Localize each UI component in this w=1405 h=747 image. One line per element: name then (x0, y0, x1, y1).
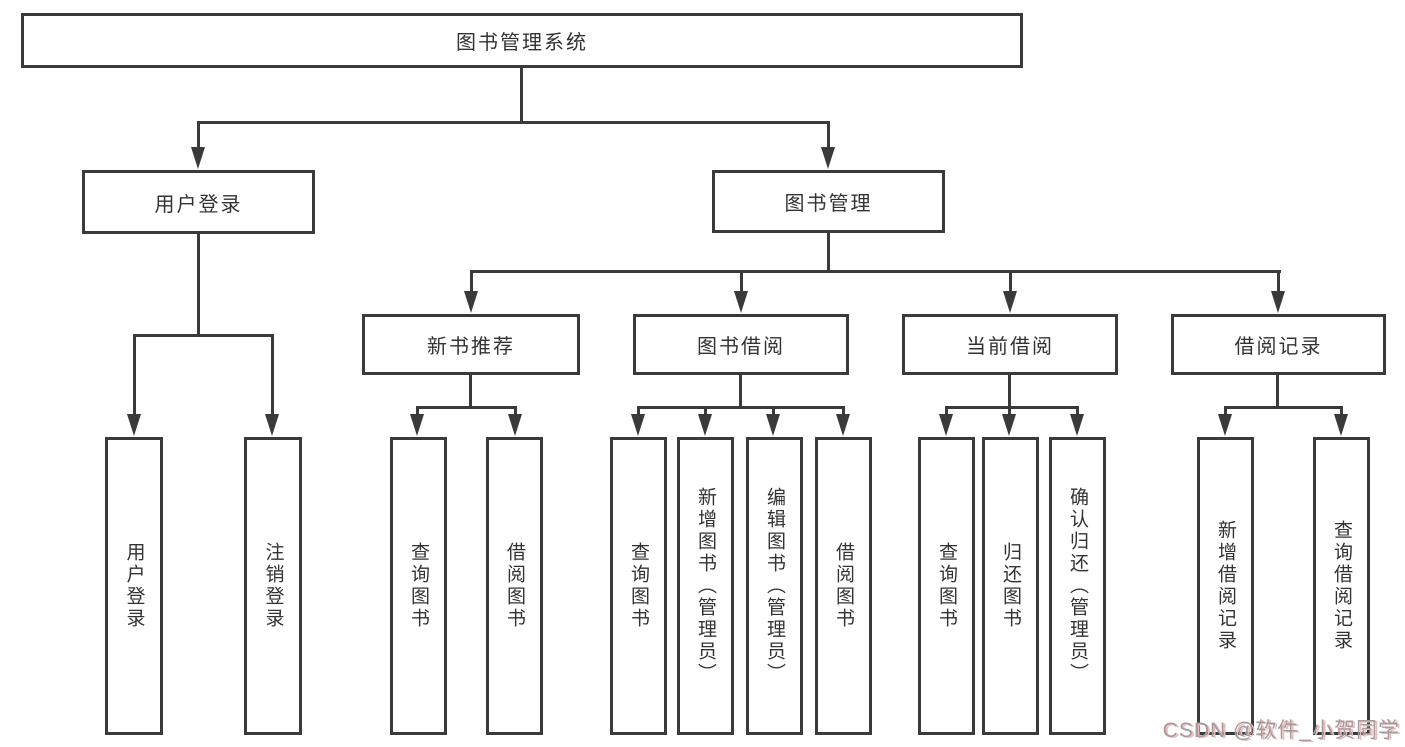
connector-stem-nb-query (416, 406, 419, 418)
node-book-mgmt-label: 图书管理 (784, 193, 873, 215)
connector-stem-bb-add (704, 406, 707, 418)
node-new-books: 新书推荐 (362, 314, 580, 375)
connector-stem-cb-query (945, 406, 948, 418)
leaf-br-query-record-label: 查询借阅记录 (1331, 520, 1352, 652)
leaf-logout: 注销登录 (244, 437, 302, 735)
leaf-bb-query-books: 查询图书 (610, 437, 667, 735)
arrowhead-cb-return (1002, 414, 1016, 436)
arrowhead-leaf-logout (265, 414, 279, 436)
node-book-borrow: 图书借阅 (633, 314, 849, 375)
connector-book-mgmt-bus (470, 270, 1281, 273)
leaf-br-query-record: 查询借阅记录 (1313, 437, 1370, 735)
connector-borrow-records-stub (1276, 375, 1279, 409)
connector-user-login-bus (133, 334, 274, 337)
node-root-label: 图书管理系统 (456, 32, 588, 54)
arrowhead-bb-query (631, 414, 645, 436)
connector-stem-book-borrow (740, 270, 743, 294)
connector-stem-book-mgmt (827, 121, 830, 149)
leaf-nb-query-books: 查询图书 (390, 437, 447, 735)
node-borrow-records-label: 借阅记录 (1234, 336, 1323, 358)
connector-new-books-stub (469, 375, 472, 409)
connector-stem-user-login (197, 121, 200, 149)
leaf-nb-borrow-books-label: 借阅图书 (504, 542, 525, 630)
arrowhead-br-query (1334, 414, 1348, 436)
connector-stem-leaf-logout (271, 334, 274, 416)
connector-stem-borrow-records (1277, 270, 1280, 294)
leaf-bb-add-books: 新增图书（管理员） (677, 437, 734, 735)
node-borrow-records: 借阅记录 (1171, 314, 1386, 375)
connector-stem-br-query (1340, 406, 1343, 418)
leaf-logout-label: 注销登录 (262, 542, 284, 630)
connector-stem-leaf-login (133, 334, 136, 416)
arrowhead-nb-query (410, 414, 424, 436)
arrowhead-borrow-records (1271, 291, 1285, 313)
arrowhead-bb-edit (766, 414, 780, 436)
connector-stem-nb-borrow (514, 406, 517, 418)
arrowhead-bb-borrow (836, 414, 850, 436)
connector-root-stub (520, 68, 523, 124)
arrowhead-leaf-login (127, 414, 141, 436)
leaf-bb-borrow-books-label: 借阅图书 (833, 542, 854, 630)
leaf-user-login: 用户登录 (105, 437, 163, 735)
leaf-bb-borrow-books: 借阅图书 (815, 437, 872, 735)
connector-root-bus (197, 121, 830, 124)
arrowhead-nb-borrow (508, 414, 522, 436)
connector-stem-cb-confirm (1076, 406, 1079, 418)
arrowhead-cb-confirm (1070, 414, 1084, 436)
leaf-user-login-label: 用户登录 (123, 542, 145, 630)
leaf-cb-confirm-return-label: 确认归还（管理员） (1067, 487, 1088, 685)
connector-user-login-stub (197, 234, 200, 337)
leaf-cb-query-books: 查询图书 (918, 437, 975, 735)
arrowhead-book-borrow (734, 291, 748, 313)
arrowhead-new-books (464, 291, 478, 313)
arrowhead-br-add (1218, 414, 1232, 436)
node-book-mgmt: 图书管理 (712, 170, 945, 233)
node-user-login-label: 用户登录 (154, 193, 243, 216)
connector-current-borrow-stub (1008, 375, 1011, 409)
leaf-bb-add-books-label: 新增图书（管理员） (695, 487, 716, 685)
node-root: 图书管理系统 (21, 13, 1023, 68)
node-current-borrow-label: 当前借阅 (966, 336, 1054, 358)
connector-current-borrow-bus (945, 406, 1079, 409)
connector-stem-cb-return (1008, 406, 1011, 418)
leaf-cb-confirm-return: 确认归还（管理员） (1049, 437, 1106, 735)
leaf-bb-query-books-label: 查询图书 (628, 542, 649, 630)
connector-new-books-bus (416, 406, 517, 409)
connector-stem-br-add (1224, 406, 1227, 418)
leaf-br-add-record: 新增借阅记录 (1197, 437, 1254, 735)
arrowhead-book-mgmt (821, 147, 835, 169)
leaf-bb-edit-books-label: 编辑图书（管理员） (764, 487, 785, 685)
connector-borrow-records-bus (1224, 406, 1343, 409)
leaf-bb-edit-books: 编辑图书（管理员） (746, 437, 803, 735)
connector-stem-bb-edit (772, 406, 775, 418)
connector-stem-bb-query (637, 406, 640, 418)
arrowhead-bb-add (698, 414, 712, 436)
arrowhead-cb-query (939, 414, 953, 436)
leaf-cb-return-books-label: 归还图书 (1000, 542, 1021, 630)
connector-book-borrow-stub (739, 375, 742, 409)
leaf-cb-return-books: 归还图书 (982, 437, 1039, 735)
connector-book-borrow-bus (637, 406, 845, 409)
connector-stem-new-books (470, 270, 473, 294)
node-new-books-label: 新书推荐 (427, 336, 515, 358)
arrowhead-current-borrow (1003, 291, 1017, 313)
leaf-nb-query-books-label: 查询图书 (408, 542, 429, 630)
watermark: CSDN @软件_小贺同学 (1162, 719, 1400, 742)
node-current-borrow: 当前借阅 (902, 314, 1118, 375)
leaf-br-add-record-label: 新增借阅记录 (1215, 520, 1236, 652)
connector-stem-bb-borrow (842, 406, 845, 418)
leaf-cb-query-books-label: 查询图书 (936, 542, 957, 630)
connector-book-mgmt-stub (827, 233, 830, 273)
connector-stem-current-borrow (1009, 270, 1012, 294)
leaf-nb-borrow-books: 借阅图书 (486, 437, 543, 735)
node-user-login: 用户登录 (82, 170, 315, 234)
node-book-borrow-label: 图书借阅 (697, 336, 785, 358)
arrowhead-user-login (191, 147, 205, 169)
